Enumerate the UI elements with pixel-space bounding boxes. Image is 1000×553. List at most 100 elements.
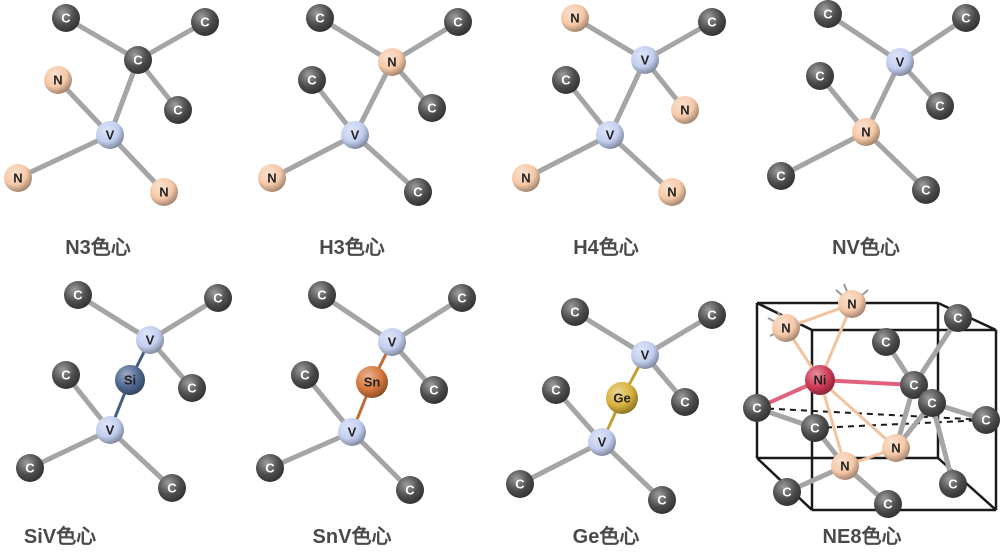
atom-sphere xyxy=(900,371,928,399)
atom-c-siv: C xyxy=(158,474,186,502)
atom-sphere xyxy=(631,46,659,74)
atom-c-siv: C xyxy=(64,281,92,309)
atom-sphere xyxy=(512,164,540,192)
atom-sphere xyxy=(698,301,726,329)
atom-n-ne8: N xyxy=(831,452,859,480)
atom-sphere xyxy=(542,376,570,404)
atom-sphere xyxy=(743,394,771,422)
bond-snv xyxy=(319,292,395,345)
atom-c-snv: C xyxy=(396,476,424,504)
atom-sphere xyxy=(671,96,699,124)
atom-c-snv: C xyxy=(448,284,476,312)
atom-c-n3: C xyxy=(124,46,152,74)
bond-ne8 xyxy=(818,378,898,450)
bond-siv xyxy=(75,292,153,343)
bond-layer xyxy=(15,11,989,507)
atom-sphere xyxy=(256,454,284,482)
atom-sphere xyxy=(658,178,686,206)
atom-c-h3: C xyxy=(306,4,334,32)
atom-c-h3: C xyxy=(444,8,472,36)
atom-sphere xyxy=(378,48,406,76)
atom-c-gev: C xyxy=(542,376,570,404)
atom-sphere xyxy=(886,48,914,76)
atom-sphere xyxy=(671,388,699,416)
bond-siv xyxy=(27,427,113,471)
atom-c-h3: C xyxy=(418,94,446,122)
atom-sphere xyxy=(124,46,152,74)
atom-sphere xyxy=(418,94,446,122)
atom-sphere xyxy=(341,121,369,149)
atom-c-ne8: C xyxy=(918,389,946,417)
atom-c-ne8: C xyxy=(743,394,771,422)
atom-v-n3: V xyxy=(96,121,124,149)
atom-c-ne8: C xyxy=(874,490,902,518)
atom-n-h4: N xyxy=(561,4,589,32)
bond-nv xyxy=(778,129,869,179)
atom-ge-gev: Ge xyxy=(606,382,638,414)
atom-sphere xyxy=(767,162,795,190)
atom-v-siv: V xyxy=(136,326,164,354)
atom-sphere xyxy=(939,470,967,498)
atom-si-siv: Si xyxy=(115,365,145,395)
atom-c-h4: C xyxy=(698,8,726,36)
atom-c-gev: C xyxy=(506,470,534,498)
caption-ne8: NE8色心 xyxy=(823,524,902,548)
atom-n-n3: N xyxy=(4,164,32,192)
atom-sphere xyxy=(115,365,145,395)
atom-sphere xyxy=(136,326,164,354)
atom-c-h3: C xyxy=(298,66,326,94)
atom-sphere xyxy=(306,4,334,32)
atom-sphere xyxy=(944,304,972,332)
atom-c-nv: C xyxy=(952,4,980,32)
atom-c-snv: C xyxy=(308,281,336,309)
atom-v-h4: V xyxy=(596,121,624,149)
atom-sphere xyxy=(918,389,946,417)
atom-sphere xyxy=(606,382,638,414)
atom-sphere xyxy=(773,478,801,506)
atom-v-gev: V xyxy=(631,341,659,369)
atom-c-ne8: C xyxy=(801,414,829,442)
atom-c-ne8: C xyxy=(972,406,1000,434)
atom-sphere xyxy=(648,486,676,514)
atom-n-h4: N xyxy=(512,164,540,192)
atom-sphere xyxy=(150,178,178,206)
atom-sphere xyxy=(852,118,880,146)
atom-c-snv: C xyxy=(291,361,319,389)
atom-sphere xyxy=(596,121,624,149)
atom-sphere xyxy=(588,428,616,456)
atom-sphere xyxy=(298,66,326,94)
caption-gev: Ge色心 xyxy=(573,524,640,548)
atom-v-h3: V xyxy=(341,121,369,149)
atom-n-ne8: N xyxy=(838,290,866,318)
atom-sphere xyxy=(96,416,124,444)
caption-snv: SnV色心 xyxy=(313,524,392,548)
atom-sphere xyxy=(631,341,659,369)
atom-c-nv: C xyxy=(926,92,954,120)
bond-snv xyxy=(267,429,355,471)
bond-n3 xyxy=(15,132,113,181)
atom-sphere xyxy=(838,290,866,318)
atom-sphere xyxy=(874,490,902,518)
atom-sphere xyxy=(926,92,954,120)
atom-c-snv: C xyxy=(256,454,284,482)
atom-sphere xyxy=(64,281,92,309)
atom-sphere xyxy=(356,366,388,398)
atom-c-n3: C xyxy=(52,4,80,32)
caption-siv: SiV色心 xyxy=(24,524,96,548)
atom-c-gev: C xyxy=(648,486,676,514)
atom-v-snv: V xyxy=(378,328,406,356)
atom-sphere xyxy=(396,476,424,504)
atom-sphere xyxy=(164,96,192,124)
atom-n-h3: N xyxy=(378,48,406,76)
atom-sphere xyxy=(561,298,589,326)
atom-c-gev: C xyxy=(561,298,589,326)
atom-sphere xyxy=(952,4,980,32)
atom-c-ne8: C xyxy=(944,304,972,332)
atom-n-h4: N xyxy=(658,178,686,206)
atom-c-siv: C xyxy=(52,361,80,389)
atom-c-snv: C xyxy=(420,376,448,404)
bond-h4 xyxy=(523,132,613,181)
bond-siv xyxy=(107,427,175,491)
atom-c-nv: C xyxy=(912,176,940,204)
